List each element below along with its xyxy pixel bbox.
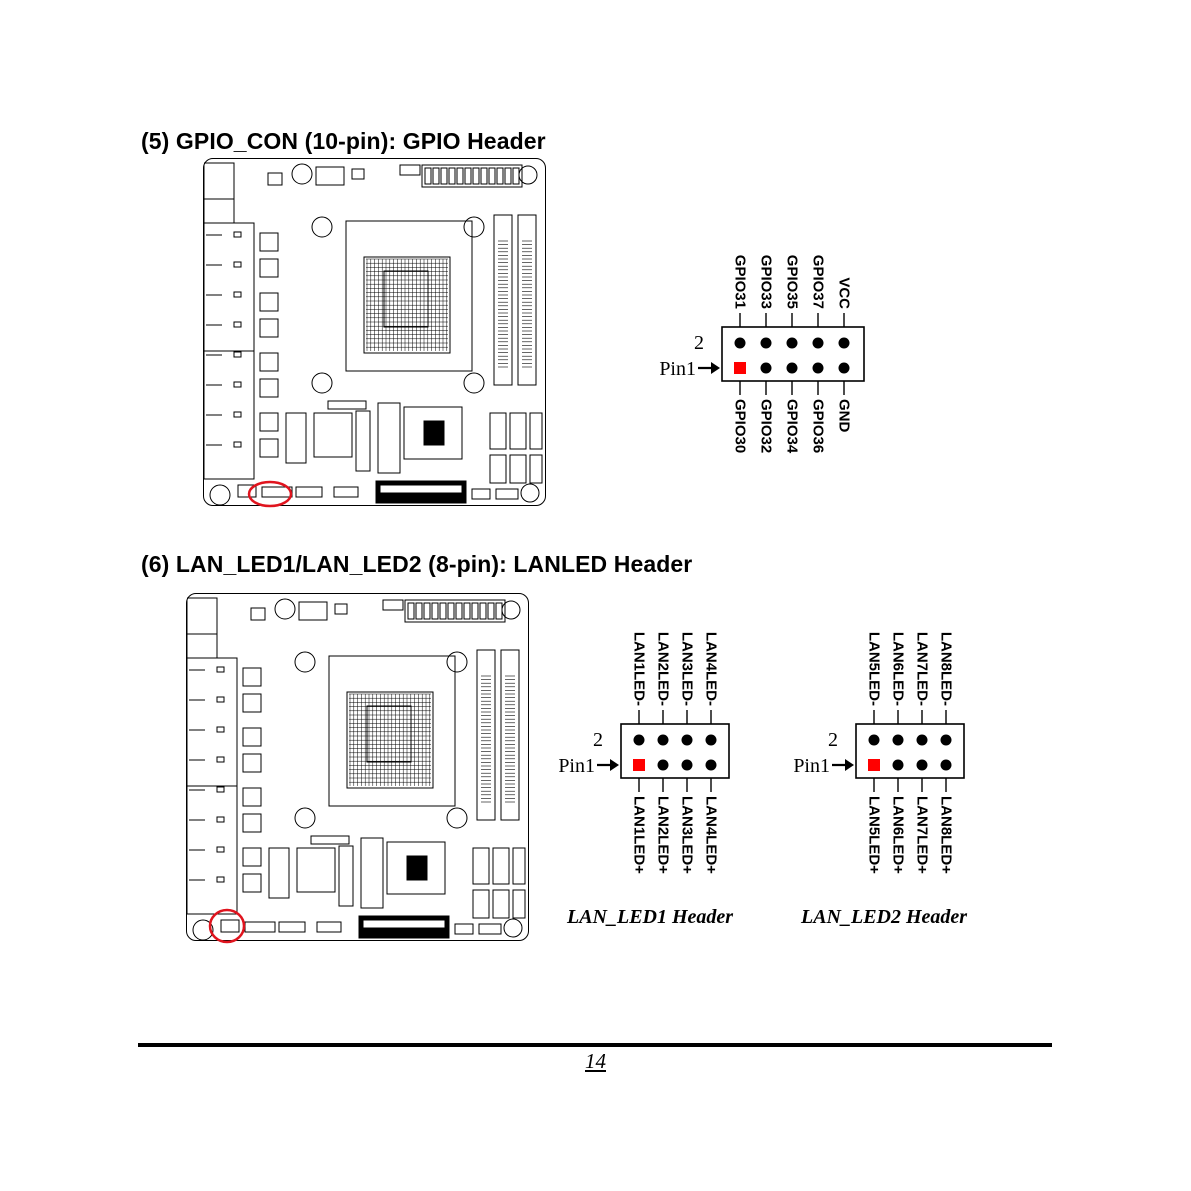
pin-dot xyxy=(705,759,717,771)
motherboard-diagram-gpio xyxy=(203,158,546,506)
pin-dot xyxy=(681,759,693,771)
pin1-arrowhead xyxy=(845,759,854,771)
pin-label-bottom: GPIO30 xyxy=(732,399,749,453)
pin-label-top: GPIO31 xyxy=(732,255,749,309)
pin-header-svg: LAN1LED- LAN1LED+ LAN2LED- LAN2LED+ LAN3LED-… xyxy=(558,632,730,874)
pin1-label: Pin1 xyxy=(558,755,595,777)
pin-dot xyxy=(892,759,904,771)
pin-label-top: LAN6LED- xyxy=(890,632,907,706)
pin-label-top: LAN7LED- xyxy=(914,632,931,706)
pin-dot xyxy=(838,337,850,349)
pin-label-top: LAN4LED- xyxy=(703,632,720,706)
pin-label-top: LAN5LED- xyxy=(866,632,883,706)
page-number: 14 xyxy=(0,1049,1191,1074)
pin-label-bottom: LAN5LED+ xyxy=(866,796,883,874)
pin-label-bottom: GND xyxy=(836,399,853,433)
motherboard-layout xyxy=(187,597,526,940)
pin-dot xyxy=(892,734,904,746)
pin-label-bottom: LAN1LED+ xyxy=(631,796,648,874)
gpio-location-highlight xyxy=(247,480,293,508)
header-outline xyxy=(721,326,865,382)
pin2-label: 2 xyxy=(828,729,838,751)
pin-dot xyxy=(681,734,693,746)
lanled-location-highlight xyxy=(208,908,246,944)
pin-dot xyxy=(760,362,772,374)
pin-label-bottom: LAN7LED+ xyxy=(914,796,931,874)
pin2-label: 2 xyxy=(694,332,704,354)
pin-label-bottom: LAN3LED+ xyxy=(679,796,696,874)
pin-dot xyxy=(633,734,645,746)
pin-dot xyxy=(812,362,824,374)
pin-label-bottom: GPIO34 xyxy=(784,399,801,454)
pin-label-top: LAN8LED- xyxy=(938,632,955,706)
pin-dot xyxy=(940,734,952,746)
pin-label-bottom: LAN2LED+ xyxy=(655,796,672,874)
pin-dot xyxy=(786,337,798,349)
pin-label-bottom: LAN6LED+ xyxy=(890,796,907,874)
pin-header-svg: LAN5LED- LAN5LED+ LAN6LED- LAN6LED+ LAN7LED-… xyxy=(793,632,965,874)
pin-dot xyxy=(786,362,798,374)
pin-label-bottom: LAN8LED+ xyxy=(938,796,955,874)
pin-dot xyxy=(760,337,772,349)
pin-dot xyxy=(916,734,928,746)
pin1-label: Pin1 xyxy=(793,755,830,777)
lanled2-pin-diagram: LAN5LED- LAN5LED+ LAN6LED- LAN6LED+ LAN7LED-… xyxy=(785,612,985,892)
pin2-label: 2 xyxy=(593,729,603,751)
pin-dot xyxy=(838,362,850,374)
pin-label-top: GPIO37 xyxy=(810,255,827,309)
motherboard-diagram-lanled xyxy=(186,593,529,941)
lanled1-caption: LAN_LED1 Header xyxy=(567,906,734,928)
pin-dot xyxy=(916,759,928,771)
pin-dot xyxy=(705,734,717,746)
pin-dot xyxy=(734,337,746,349)
motherboard-layout xyxy=(204,162,543,505)
pin-dot xyxy=(868,734,880,746)
pin1-arrowhead xyxy=(610,759,619,771)
pin-label-top: LAN3LED- xyxy=(679,632,696,706)
pin-dot xyxy=(657,759,669,771)
section-6-heading: (6) LAN_LED1/LAN_LED2 (8-pin): LANLED He… xyxy=(141,551,693,577)
pin1-arrowhead xyxy=(711,362,720,374)
lanled1-pin-diagram: LAN1LED- LAN1LED+ LAN2LED- LAN2LED+ LAN3LED-… xyxy=(550,612,750,892)
pin-dot xyxy=(940,759,952,771)
lanled2-caption: LAN_LED2 Header xyxy=(801,906,968,928)
pin1-square xyxy=(633,759,645,771)
pin-label-top: VCC xyxy=(836,277,853,309)
pin-label-top: GPIO35 xyxy=(784,255,801,309)
pin1-square xyxy=(868,759,880,771)
pin1-square xyxy=(734,362,746,374)
pin-dot xyxy=(657,734,669,746)
pin-label-bottom: GPIO36 xyxy=(810,399,827,453)
footer-rule xyxy=(138,1043,1052,1047)
pin-label-bottom: GPIO32 xyxy=(758,399,775,453)
page-number-text: 14 xyxy=(585,1049,606,1073)
header-outline xyxy=(620,723,730,779)
pin-label-top: GPIO33 xyxy=(758,255,775,309)
section-5-heading: (5) GPIO_CON (10-pin): GPIO Header xyxy=(141,128,546,154)
pin1-label: Pin1 xyxy=(659,358,696,380)
pin-label-bottom: LAN4LED+ xyxy=(703,796,720,874)
pin-label-top: LAN1LED- xyxy=(631,632,648,706)
header-outline xyxy=(855,723,965,779)
pin-dot xyxy=(812,337,824,349)
pin-label-top: LAN2LED- xyxy=(655,632,672,706)
